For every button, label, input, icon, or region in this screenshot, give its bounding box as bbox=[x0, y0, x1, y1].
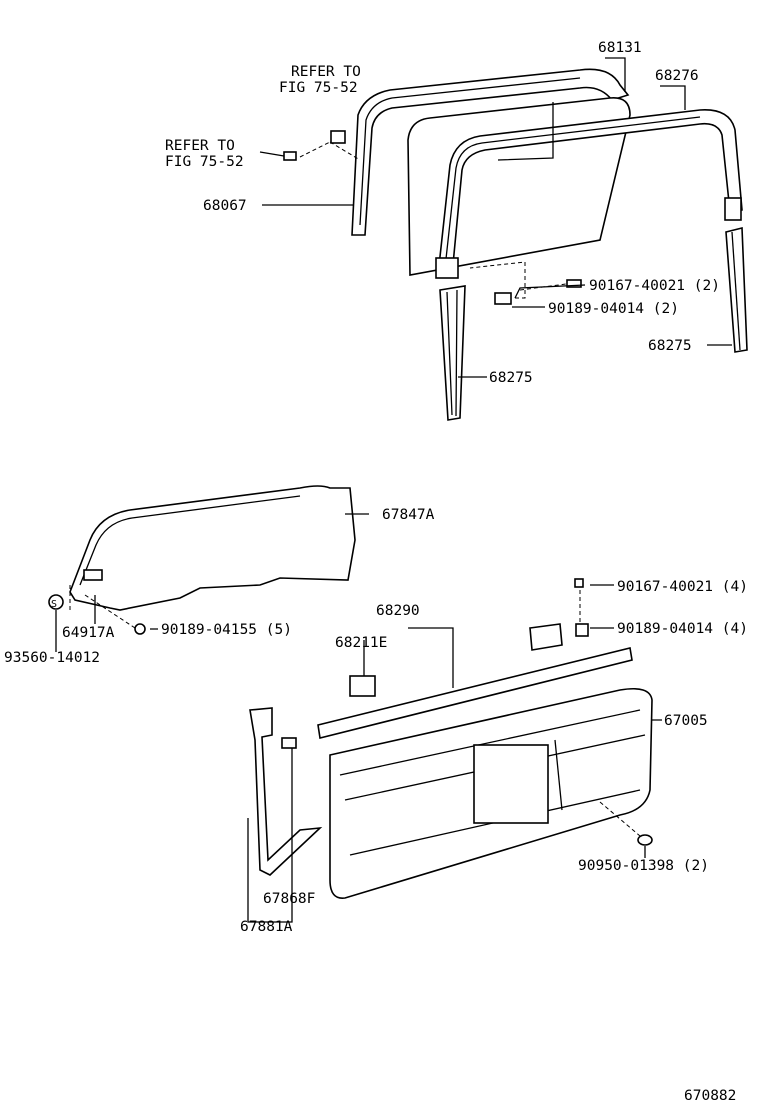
channel-68275-left bbox=[439, 285, 466, 421]
label-67847A: 67847A bbox=[382, 507, 435, 523]
channel-68275-right bbox=[725, 226, 748, 353]
label-68211E: 68211E bbox=[335, 635, 387, 651]
weatherstrip-68290 bbox=[317, 647, 633, 739]
label-68290: 68290 bbox=[376, 603, 420, 619]
diagram-id: 670882 bbox=[684, 1088, 736, 1104]
clip-68211E bbox=[349, 675, 376, 697]
label-68131: 68131 bbox=[598, 40, 642, 56]
clip-90189-04155 bbox=[134, 623, 146, 635]
label-67005: 67005 bbox=[664, 713, 708, 729]
label-68067: 68067 bbox=[203, 198, 247, 214]
clips-upper bbox=[283, 130, 742, 305]
label-68275-left: 68275 bbox=[489, 370, 533, 386]
label-67881A: 67881A bbox=[240, 919, 293, 935]
rear-window-frame-68131 bbox=[351, 68, 630, 236]
label-90167-40021-4: 90167-40021 (4) bbox=[617, 579, 748, 595]
label-90189-04014-4: 90189-04014 (4) bbox=[617, 621, 748, 637]
trim-board-67847A bbox=[69, 485, 356, 611]
label-68276: 68276 bbox=[655, 68, 699, 84]
tailgate-67005 bbox=[329, 687, 653, 899]
label-68275-right: 68275 bbox=[648, 338, 692, 354]
label-90189-04155: 90189-04155 (5) bbox=[161, 622, 292, 638]
clip-67868F bbox=[281, 737, 297, 749]
s-symbol-circle bbox=[48, 594, 64, 610]
label-90189-04014-2: 90189-04014 (2) bbox=[548, 301, 679, 317]
label-64917A: 64917A bbox=[62, 625, 115, 641]
reference-2-line2: FIG 75-52 bbox=[165, 154, 244, 170]
hinge-bracket bbox=[529, 578, 589, 651]
label-90950-01398: 90950-01398 (2) bbox=[578, 858, 709, 874]
label-93560-14012: 93560-14012 bbox=[4, 650, 100, 666]
label-90167-40021-2: 90167-40021 (2) bbox=[589, 278, 720, 294]
reference-1-line1: REFER TO bbox=[291, 64, 361, 80]
reference-2-line1: REFER TO bbox=[165, 138, 235, 154]
support-rod-67881A bbox=[249, 707, 323, 876]
plug-90950 bbox=[637, 834, 653, 846]
reference-1-line2: FIG 75-52 bbox=[279, 80, 358, 96]
s-symbol: S bbox=[51, 599, 57, 610]
label-67868F: 67868F bbox=[263, 891, 315, 907]
